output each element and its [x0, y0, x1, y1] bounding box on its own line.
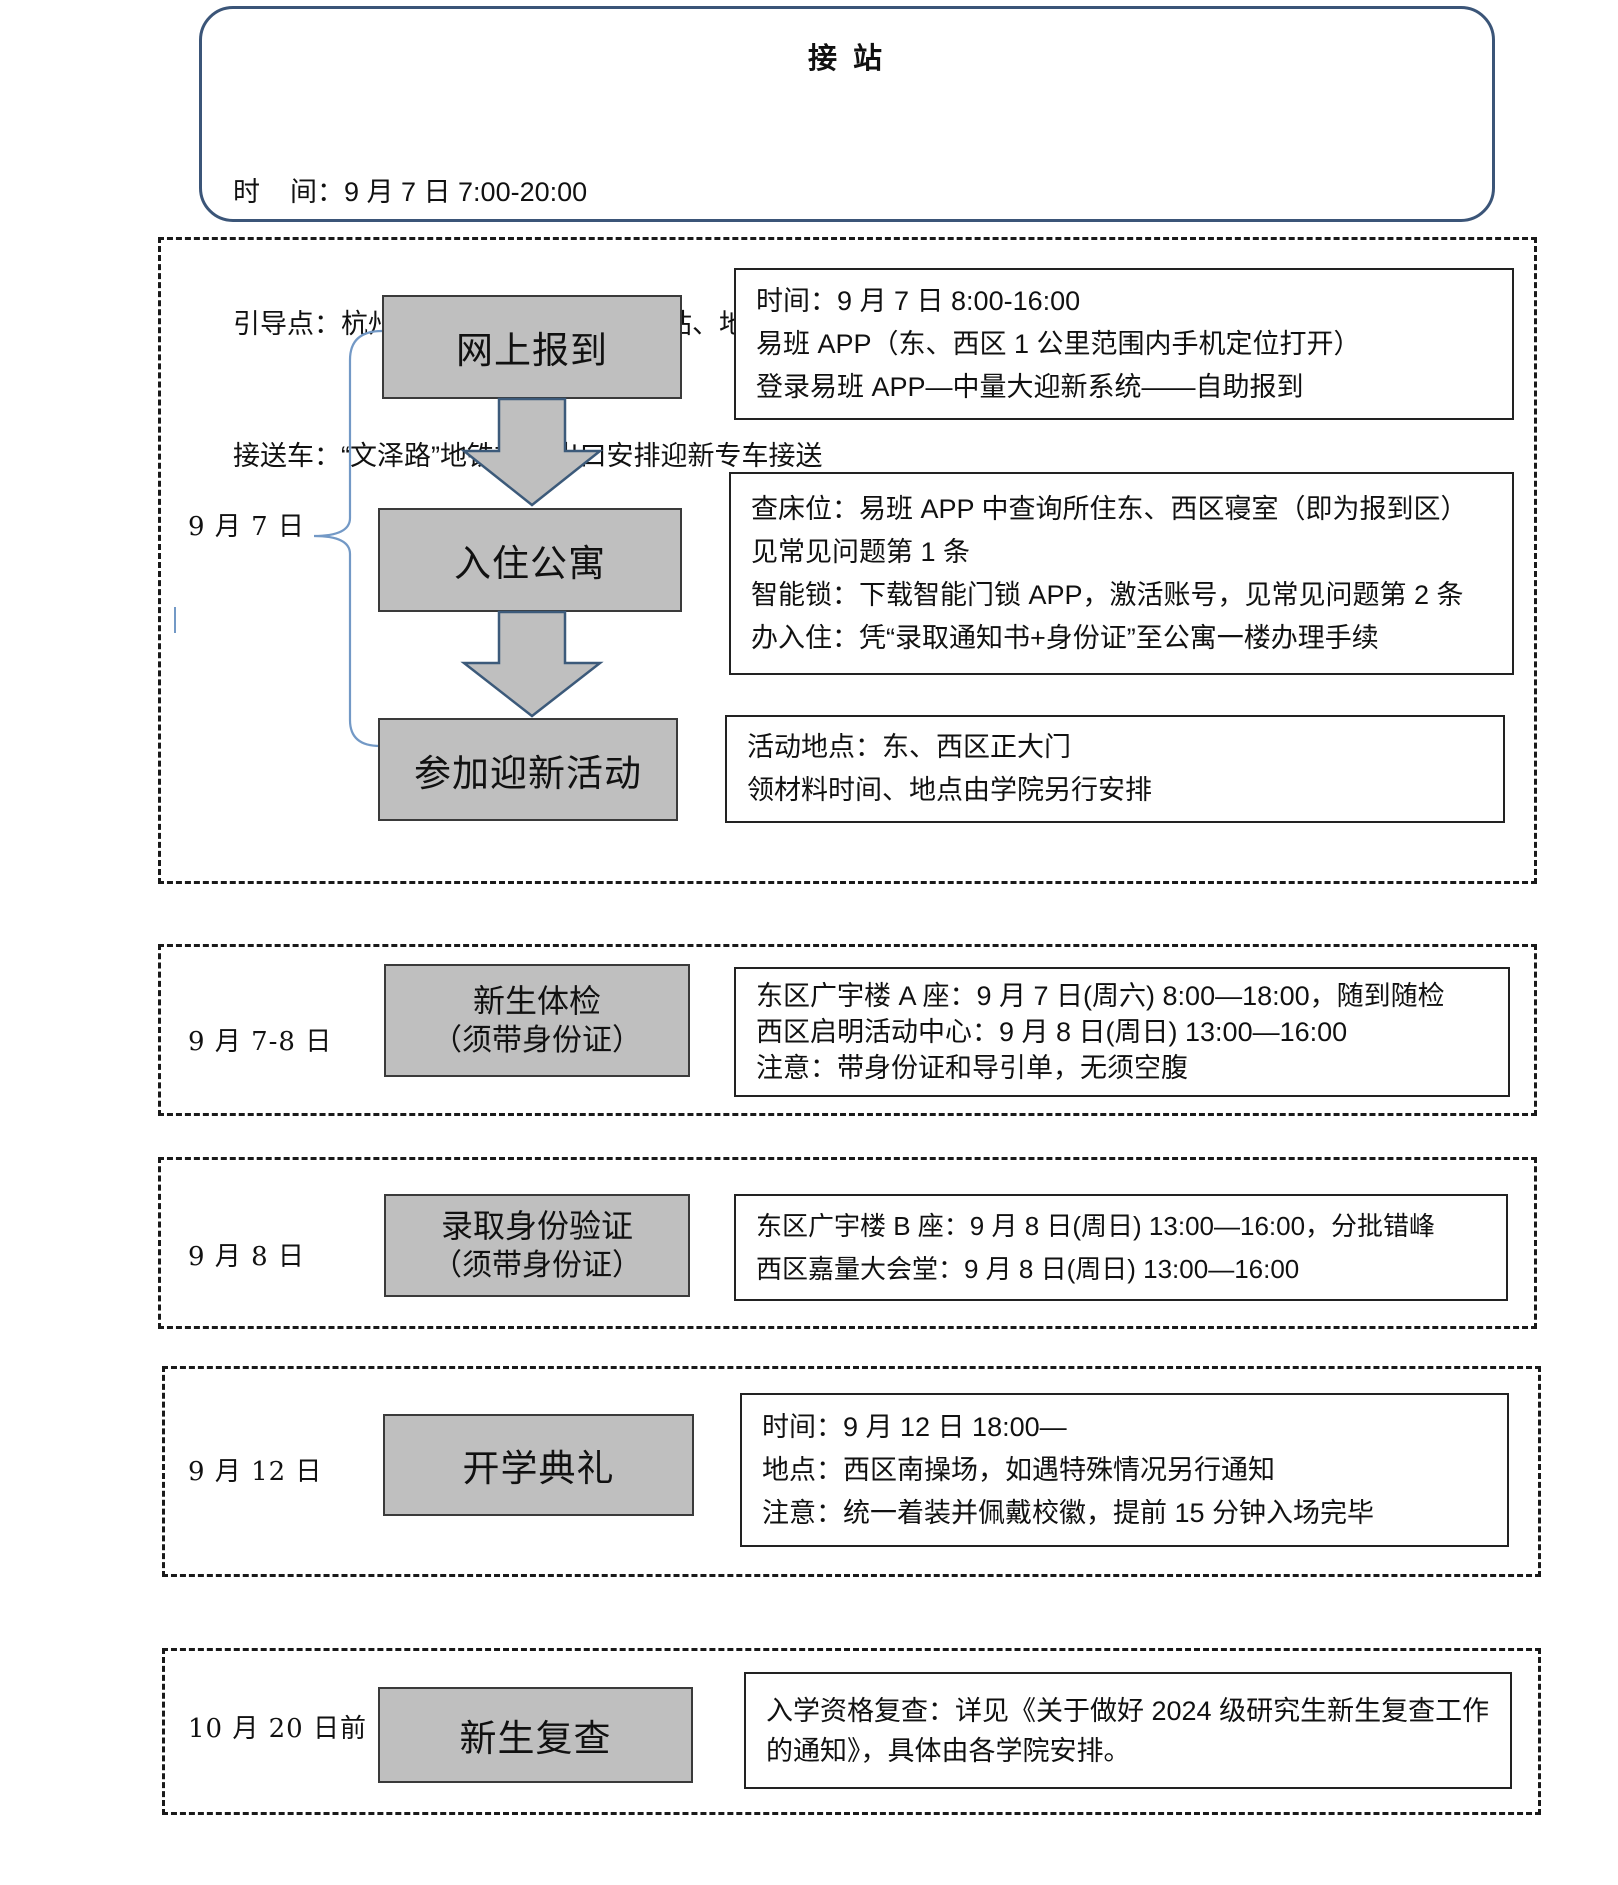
info-line: 登录易班 APP—中量大迎新系统——自助报到 [756, 371, 1304, 402]
step-re-examination-label: 新生复查 [459, 1718, 612, 1759]
info-line: 领材料时间、地点由学院另行安排 [747, 775, 1152, 805]
step-identity-check-note: （须带身份证） [432, 1248, 642, 1282]
info-identity-check: 东区广宇楼 B 座：9 月 8 日(周日) 13:00—16:00，分批错峰 西… [734, 1194, 1508, 1301]
info-line: 活动地点：东、西区正大门 [747, 732, 1071, 762]
section-opening-ceremony [162, 1366, 1541, 1577]
info-line: 西区启明活动中心：9 月 8 日(周日) 13:00—16:00 [756, 1017, 1348, 1047]
info-line: 东区广宇楼 A 座：9 月 7 日(周六) 8:00—18:00，随到随检 [756, 981, 1445, 1011]
info-line: 时间：9 月 12 日 18:00— [762, 1411, 1067, 1442]
info-line: 入学资格复查：详见《关于做好 2024 级研究生新生复查工作的通知》，具体由各学… [766, 1695, 1490, 1766]
pickup-title: 接 站 [807, 43, 887, 75]
brace-connector [313, 329, 383, 748]
section-identity-check [158, 1157, 1537, 1329]
step-move-in-apartment: 入住公寓 [378, 508, 682, 612]
info-line: 注意：统一着装并佩戴校徽，提前 15 分钟入场完毕 [762, 1497, 1375, 1528]
down-arrow-icon-2 [460, 610, 604, 718]
pickup-info-box: 接 站 时 间：9 月 7 日 7:00-20:00 引导点：杭州火车城站、杭州… [199, 6, 1495, 471]
step-identity-check: 录取身份验证 （须带身份证） [384, 1194, 690, 1297]
info-welcome-activities: 活动地点：东、西区正大门 领材料时间、地点由学院另行安排 [725, 715, 1505, 823]
pickup-time: 时 间：9 月 7 日 7:00-20:00 [233, 177, 588, 207]
info-line: 易班 APP（东、西区 1 公里范围内手机定位打开） [756, 328, 1361, 359]
step-re-examination: 新生复查 [378, 1687, 693, 1783]
step-move-in-apartment-label: 入住公寓 [454, 543, 606, 584]
step-online-registration-label: 网上报到 [456, 330, 608, 371]
date-label-sep7: 9 月 7 日 [188, 512, 305, 542]
section-physical-exam [158, 944, 1537, 1116]
info-opening-ceremony: 时间：9 月 12 日 18:00— 地点：西区南操场，如遇特殊情况另行通知 注… [740, 1393, 1509, 1547]
date-label-opening-ceremony: 9 月 12 日 [188, 1457, 323, 1487]
step-welcome-activities-label: 参加迎新活动 [414, 752, 642, 794]
info-line: 办入住：凭“录取通知书+身份证”至公寓一楼办理手续 [751, 622, 1379, 653]
step-physical-exam: 新生体检 （须带身份证） [384, 964, 690, 1077]
info-online-registration: 时间：9 月 7 日 8:00-16:00 易班 APP（东、西区 1 公里范围… [734, 268, 1514, 420]
section-re-examination [162, 1648, 1541, 1815]
info-line: 时间：9 月 7 日 8:00-16:00 [756, 285, 1081, 316]
info-line: 地点：西区南操场，如遇特殊情况另行通知 [762, 1454, 1275, 1485]
down-arrow-icon-1 [460, 397, 604, 507]
info-move-in-apartment: 查床位：易班 APP 中查询所住东、西区寝室（即为报到区） 见常见问题第 1 条… [729, 472, 1514, 675]
date-label-re-examination: 10 月 20 日前 [188, 1714, 367, 1744]
info-line: 智能锁：下载智能门锁 APP，激活账号，见常见问题第 2 条 [751, 579, 1464, 610]
stray-mark-line [174, 607, 176, 633]
info-re-examination: 入学资格复查：详见《关于做好 2024 级研究生新生复查工作的通知》，具体由各学… [744, 1672, 1512, 1789]
info-line: 注意：带身份证和导引单，无须空腹 [756, 1053, 1188, 1083]
info-line: 东区广宇楼 B 座：9 月 8 日(周日) 13:00—16:00，分批错峰 [756, 1210, 1436, 1241]
step-identity-check-label: 录取身份验证 [440, 1207, 633, 1244]
info-line: 查床位：易班 APP 中查询所住东、西区寝室（即为报到区） [751, 493, 1468, 524]
info-line: 见常见问题第 1 条 [751, 536, 971, 567]
step-opening-ceremony: 开学典礼 [383, 1414, 694, 1516]
step-opening-ceremony-label: 开学典礼 [462, 1448, 615, 1489]
info-physical-exam: 东区广宇楼 A 座：9 月 7 日(周六) 8:00—18:00，随到随检 西区… [734, 967, 1510, 1097]
section-sep7 [158, 237, 1537, 884]
step-online-registration: 网上报到 [382, 295, 682, 399]
date-label-identity-check: 9 月 8 日 [188, 1242, 305, 1272]
step-physical-exam-note: （须带身份证） [432, 1023, 642, 1057]
step-welcome-activities: 参加迎新活动 [378, 718, 678, 821]
step-physical-exam-label: 新生体检 [472, 982, 601, 1019]
info-line: 西区嘉量大会堂：9 月 8 日(周日) 13:00—16:00 [756, 1253, 1300, 1284]
date-label-physical-exam: 9 月 7-8 日 [188, 1027, 333, 1057]
